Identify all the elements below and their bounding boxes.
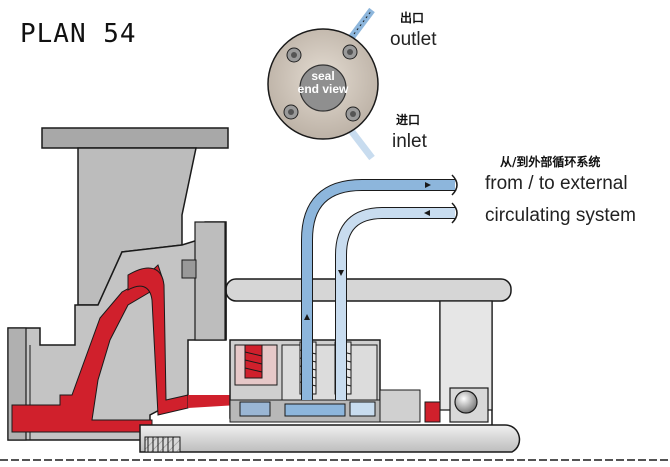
shaft-bore: [299, 64, 347, 112]
discharge-flange: [41, 127, 229, 149]
pump-casing: [7, 221, 238, 441]
outlet-label: outlet: [390, 29, 437, 50]
flow-arrow-up: [304, 314, 310, 320]
seal-chamber-wall: [194, 221, 226, 341]
inlet-label-cn: 进口: [396, 113, 421, 127]
flow-arrow-in: [424, 210, 430, 216]
outlet-label-cn: 出口: [400, 11, 425, 25]
barrier-fluid-cavity: [284, 403, 346, 417]
bearing-ball: [454, 390, 478, 414]
bearing-frame: [225, 278, 512, 425]
external-label-line1: from / to external: [485, 173, 628, 194]
seal-label-line1: seal: [311, 69, 335, 83]
diagram-title: PLAN 54: [20, 19, 137, 49]
flow-arrow-out: [425, 182, 431, 188]
bearing: [449, 387, 489, 423]
external-circulation-pipes: [301, 174, 458, 400]
external-label-cn: 从/到外部循环系统: [500, 155, 601, 169]
pump-suction-nozzle: [41, 127, 229, 306]
external-label-line2: circulating system: [485, 205, 636, 226]
flow-arrow-down: [338, 270, 344, 276]
inlet-label: inlet: [392, 131, 427, 152]
seal-label-line2: end view: [297, 82, 349, 96]
seal-end-view: [267, 7, 379, 161]
pump-shaft: [139, 424, 521, 453]
seal-end-view-label: seal end view: [288, 70, 358, 96]
